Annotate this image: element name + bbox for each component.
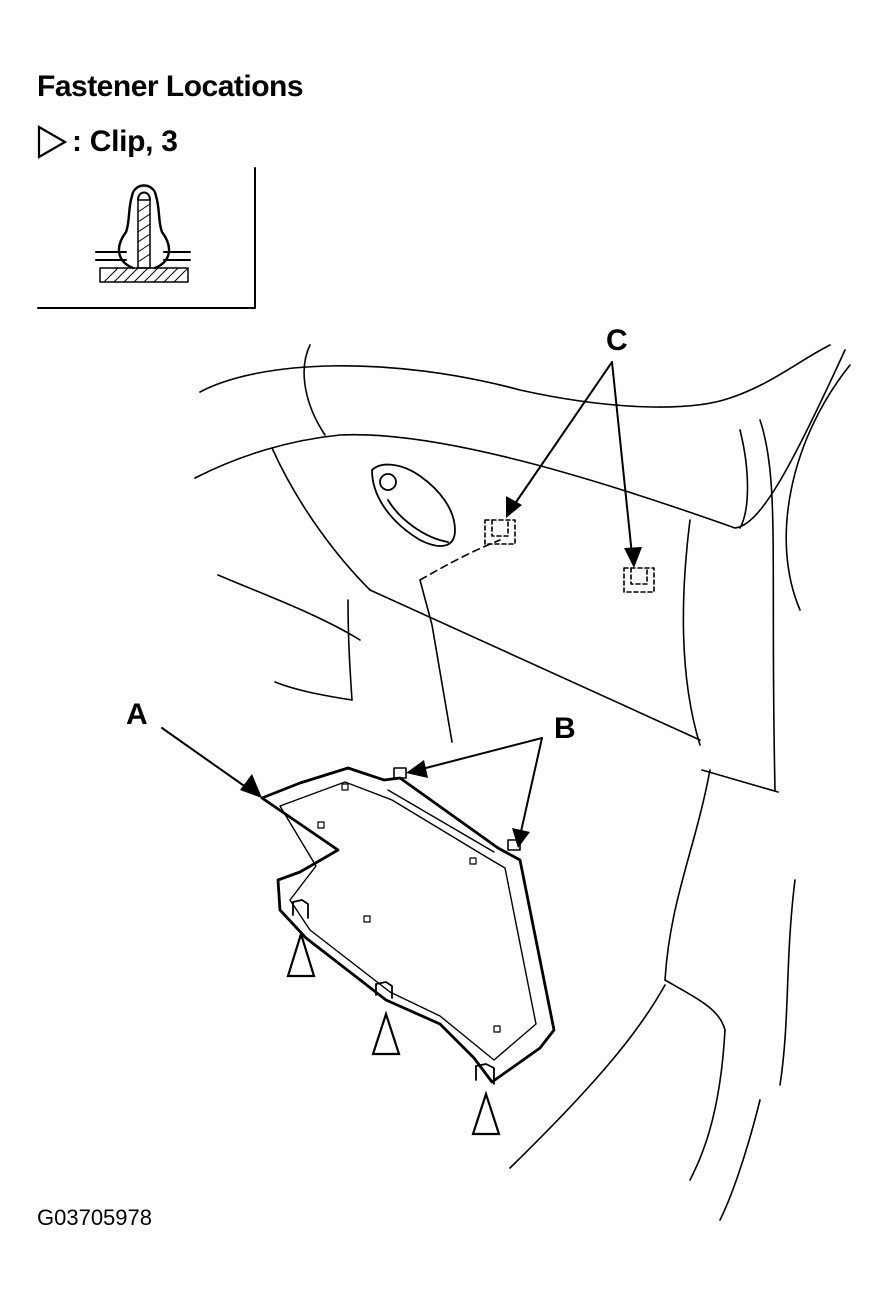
clip-detail-inset <box>37 167 256 309</box>
callout-a-label: A <box>126 698 148 731</box>
clip-tab-3 <box>475 1063 495 1085</box>
callout-b-label: B <box>554 712 576 745</box>
clip-triangle-icon <box>471 1090 501 1136</box>
dashboard-outline <box>194 344 851 1221</box>
arrowhead-c1 <box>506 496 522 518</box>
callout-c-label: C <box>606 324 628 357</box>
arrowhead-b1 <box>406 760 428 778</box>
callout-arrow-a <box>161 727 251 791</box>
pin-b1 <box>393 767 407 779</box>
arrowhead-c2 <box>624 547 642 568</box>
arrowhead-b2 <box>512 828 530 848</box>
clip-triangle-icon <box>286 930 316 978</box>
glovebox-handle <box>371 463 456 547</box>
legend-text: : Clip, 3 <box>72 125 178 158</box>
clip-triangle-icon <box>37 125 68 159</box>
diagram-title: Fastener Locations <box>37 70 304 103</box>
arrowhead-a <box>240 774 262 798</box>
clip-legend: : Clip, 3 <box>36 122 178 162</box>
cover-panel-a <box>260 766 556 1084</box>
clip-tab-2 <box>375 981 393 999</box>
clip-triangle-icon <box>371 1010 401 1056</box>
callout-arrow-c <box>511 361 633 556</box>
figure-id: G03705978 <box>37 1205 152 1230</box>
callout-arrow-b <box>417 737 543 837</box>
clip-tab-1 <box>292 899 309 919</box>
clip-hole-c1 <box>484 519 516 545</box>
clip-hole-c2 <box>623 567 655 593</box>
